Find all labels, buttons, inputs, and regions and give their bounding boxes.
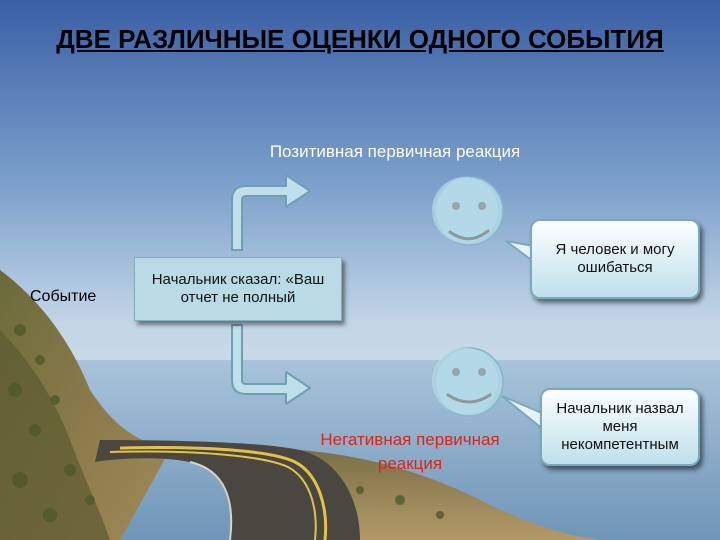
positive-reaction-label: Позитивная первичная реакция: [269, 142, 521, 161]
negative-reaction-label: Негативная первичная реакция: [320, 430, 500, 473]
event-label: Событие: [30, 288, 97, 305]
positive-thought-bubble: Я человек и могу ошибаться: [530, 219, 700, 299]
slide-title: ДВЕ РАЗЛИЧНЫЕ ОЦЕНКИ ОДНОГО СОБЫТИЯ: [56, 24, 664, 54]
negative-smiley-icon: [432, 347, 504, 417]
negative-thought-text: Начальник назвал меня некомпетентным: [556, 400, 684, 453]
message-box: Начальник сказал: «Ваш отчет не полный: [134, 257, 342, 321]
positive-smiley-icon: [432, 176, 504, 246]
message-box-text: Начальник сказал: «Ваш отчет не полный: [151, 271, 325, 306]
negative-thought-bubble: Начальник назвал меня некомпетентным: [540, 388, 700, 466]
positive-thought-text: Я человек и могу ошибаться: [555, 241, 675, 276]
branch-arrow: [231, 174, 311, 405]
